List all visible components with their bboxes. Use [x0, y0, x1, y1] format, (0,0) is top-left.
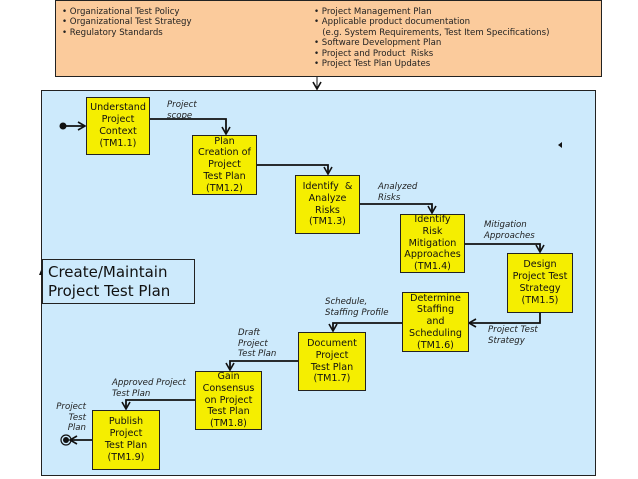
activity-tm1-7: Document Project Test Plan (TM1.7) [298, 332, 366, 391]
input-item: • Regulatory Standards [62, 27, 163, 38]
flow-label-output: Project Test Plan [56, 402, 86, 433]
flow-5-6 [467, 313, 541, 328]
flow-4-5 [465, 243, 545, 254]
input-item: • Project Management Plan [314, 7, 432, 17]
inputs-right-list: • Project Management Plan • Applicable p… [314, 7, 549, 69]
flow-label-scope: Project scope [167, 100, 197, 121]
activity-tm1-5: Design Project Test Strategy (TM1.5) [507, 253, 573, 313]
end-node [60, 434, 72, 446]
inputs-left-list: • Organizational Test Policy • Organizat… [62, 7, 192, 38]
activity-tm1-2: Plan Creation of Project Test Plan (TM1.… [192, 135, 257, 195]
activity-tm1-1: Understand Project Context (TM1.1) [86, 97, 150, 155]
input-item: (e.g. System Requirements, Test Item Spe… [314, 27, 550, 38]
activity-tm1-6: Determine Staffing and Scheduling (TM1.6… [402, 292, 469, 352]
flow-label-risks: Analyzed Risks [378, 182, 418, 203]
flow-6-7 [328, 322, 402, 333]
input-item: • Project Test Plan Updates [314, 59, 431, 70]
inputs-box: • Organizational Test Policy • Organizat… [55, 0, 602, 77]
flow-label-mitigation: Mitigation Approaches [484, 220, 535, 241]
input-item: • Project and Product Risks [314, 48, 434, 59]
flow-label-approved: Approved Project Test Plan [112, 378, 186, 399]
input-item: • Organizational Test Strategy [62, 17, 192, 28]
input-item: • Software Development Plan [314, 38, 442, 49]
flow-label-draft: Draft Project Test Plan [238, 328, 277, 359]
process-title: Create/Maintain Project Test Plan [42, 259, 195, 304]
triangle-marker-icon [558, 142, 562, 148]
flow-label-strategy: Project Test Strategy [488, 325, 538, 346]
flow-3-4 [360, 203, 437, 215]
flow-label-schedule: Schedule, Staffing Profile [325, 297, 389, 318]
input-item: • Organizational Test Policy [62, 7, 180, 17]
activity-tm1-8: Gain Consensus on Project Test Plan (TM1… [195, 371, 262, 430]
flow-2-3 [257, 164, 333, 176]
flow-7-8 [225, 360, 298, 372]
activity-tm1-9: Publish Project Test Plan (TM1.9) [92, 410, 160, 470]
activity-tm1-3: Identify & Analyze Risks (TM1.3) [295, 175, 360, 234]
flow-1-2 [150, 118, 231, 136]
activity-tm1-4: Identify Risk Mitigation Approaches (TM1… [400, 214, 465, 273]
flow-8-9 [121, 399, 195, 411]
input-item: • Applicable product documentation [314, 17, 471, 28]
start-node [59, 122, 67, 130]
